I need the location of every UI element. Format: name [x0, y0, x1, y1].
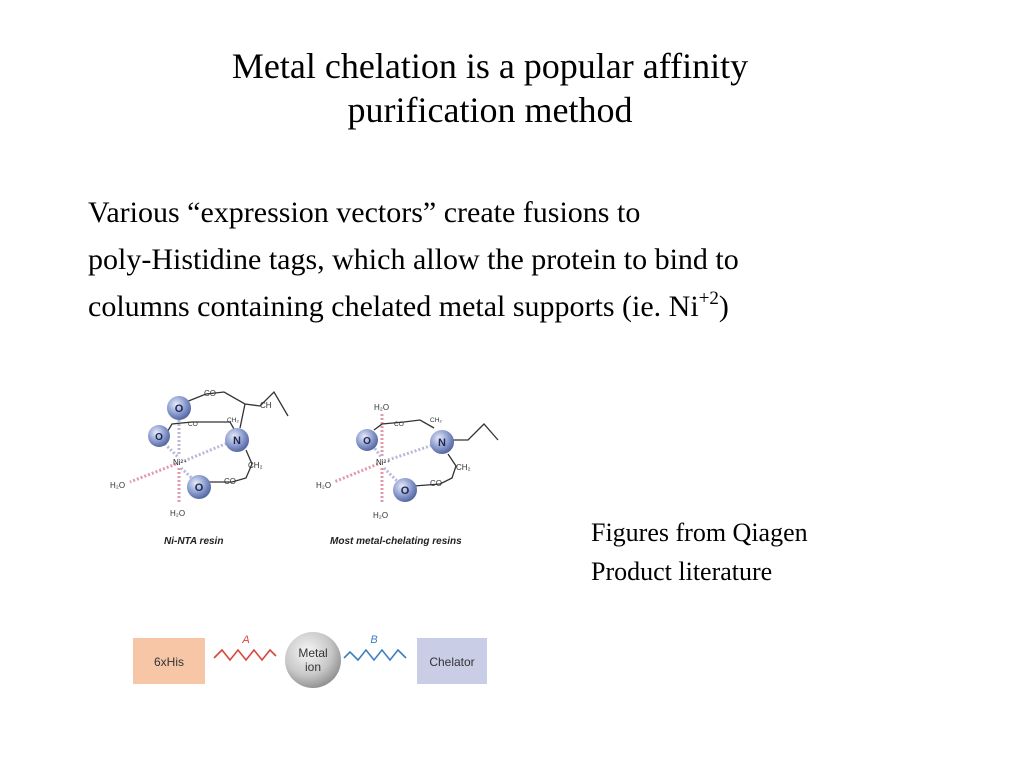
his-tag-label: 6xHis [154, 655, 184, 669]
group-label-co: CO [204, 389, 216, 398]
figure-caption: Ni-NTA resin [164, 536, 223, 547]
oxygen-atom-icon [356, 429, 378, 451]
group-label-ch2: CH₂ [248, 461, 263, 470]
oxygen-atom-icon [148, 425, 170, 447]
atom-label-o: O [195, 482, 204, 494]
group-label-ch2: CH₂ [227, 417, 239, 424]
atom-label-n: N [438, 437, 446, 449]
oxygen-atom-icon [393, 478, 417, 502]
oxygen-atom-icon [187, 475, 211, 499]
water-label: H₂O [373, 511, 388, 520]
water-label: H₂O [170, 509, 185, 518]
body-line-3: columns containing chelated metal suppor… [88, 283, 988, 330]
nitrogen-atom-icon [430, 430, 454, 454]
fusion-binding-scheme: 6xHis A Metal ion B Chelator [133, 632, 487, 688]
title-line-2: purification method [347, 90, 633, 130]
metal-ion-icon [285, 632, 341, 688]
atom-label-o: O [363, 436, 371, 447]
group-label-ch2: CH₂ [456, 463, 471, 472]
linker-a [213, 648, 277, 662]
nitrogen-atom-icon [225, 428, 249, 452]
ni-nta-resin-figure: O O N O CO CH CO CH₂ CH₂ CO Ni²⁺ H₂O H₂O… [110, 389, 289, 547]
group-label-ch: CH [260, 401, 272, 410]
body-paragraph: Various “expression vectors” create fusi… [88, 189, 988, 330]
water-label: H₂O [374, 403, 389, 412]
group-label-co: CO [394, 421, 404, 428]
linker-b [343, 648, 407, 662]
metal-ion-label: Ni²⁺ [376, 458, 390, 467]
slide-title: Metal chelation is a popular affinity pu… [0, 44, 980, 132]
atom-label-n: N [233, 435, 241, 447]
group-label-co: CO [224, 477, 236, 486]
credit-line-2: Product literature [591, 557, 773, 586]
atom-label-o: O [401, 485, 410, 497]
title-line-1: Metal chelation is a popular affinity [231, 46, 749, 86]
oxygen-atom-icon [167, 396, 191, 420]
metal-ion-label-line-1: Metal [298, 646, 327, 660]
body-line-3-text: columns containing chelated metal suppor… [88, 290, 699, 323]
metal-ion-label: Ni²⁺ [173, 458, 187, 467]
water-label: H₂O [316, 481, 331, 490]
group-label-co: CO [188, 421, 198, 428]
linker-a-label: A [241, 634, 249, 646]
body-line-1: Various “expression vectors” create fusi… [88, 196, 641, 229]
water-label: H₂O [110, 481, 125, 490]
figure-caption: Most metal-chelating resins [330, 536, 462, 547]
figure-credit: Figures from Qiagen Product literature [591, 513, 931, 591]
chelator-label: Chelator [429, 655, 474, 669]
credit-line-1: Figures from Qiagen [591, 518, 808, 547]
metal-chelating-resins-figure: O N O H₂O CO CH₂ CH₂ CO Ni²⁺ H₂O H₂O Mos… [316, 403, 499, 547]
metal-ion-label-line-2: ion [305, 660, 321, 674]
linker-b-label: B [370, 634, 377, 646]
atom-label-o: O [155, 432, 163, 443]
his-tag-box [133, 638, 205, 684]
group-label-ch2: CH₂ [430, 417, 442, 424]
body-line-3-tail: ) [718, 290, 729, 323]
chelator-box [417, 638, 487, 684]
nickel-charge: +2 [698, 288, 719, 309]
atom-label-o: O [175, 403, 184, 415]
group-label-co: CO [430, 479, 442, 488]
body-line-2: poly-Histidine tags, which allow the pro… [88, 243, 739, 276]
